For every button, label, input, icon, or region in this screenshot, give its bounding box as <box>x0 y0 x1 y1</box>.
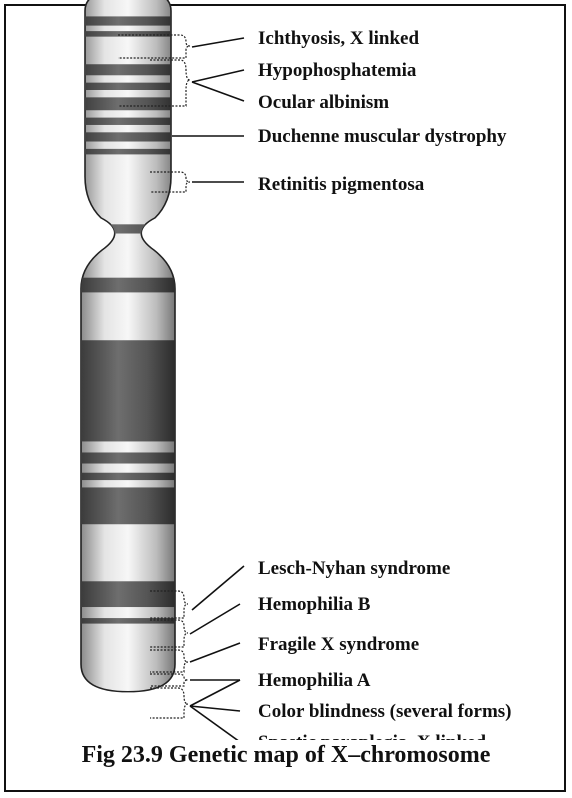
gene-label-hypophosphatemia: Hypophosphatemia <box>258 60 417 81</box>
x-chromosome-diagram: Ichthyosis, X linked Hypophosphatemia Oc… <box>0 0 572 740</box>
leader-lines <box>172 38 244 740</box>
gene-labels: Ichthyosis, X linked Hypophosphatemia Oc… <box>258 28 512 740</box>
gene-label-color-blindness: Color blindness (several forms) <box>258 701 512 722</box>
gene-label-duchenne: Duchenne muscular dystrophy <box>258 126 507 147</box>
gene-label-hemophilia-b: Hemophilia B <box>258 594 371 615</box>
gene-label-retinitis: Retinitis pigmentosa <box>258 174 425 195</box>
gene-label-spastic-paraplegia: Spastic paraplegia, X linked <box>258 732 486 740</box>
gene-label-fragile-x: Fragile X syndrome <box>258 634 419 655</box>
chromosome <box>80 0 176 692</box>
gene-label-lesch-nyhan: Lesch-Nyhan syndrome <box>258 558 450 579</box>
figure-caption: Fig 23.9 Genetic map of X–chromosome <box>0 742 572 769</box>
gene-label-hemophilia-a: Hemophilia A <box>258 670 371 691</box>
gene-label-ichthyosis: Ichthyosis, X linked <box>258 28 419 49</box>
gene-label-ocular-albinism: Ocular albinism <box>258 92 389 113</box>
